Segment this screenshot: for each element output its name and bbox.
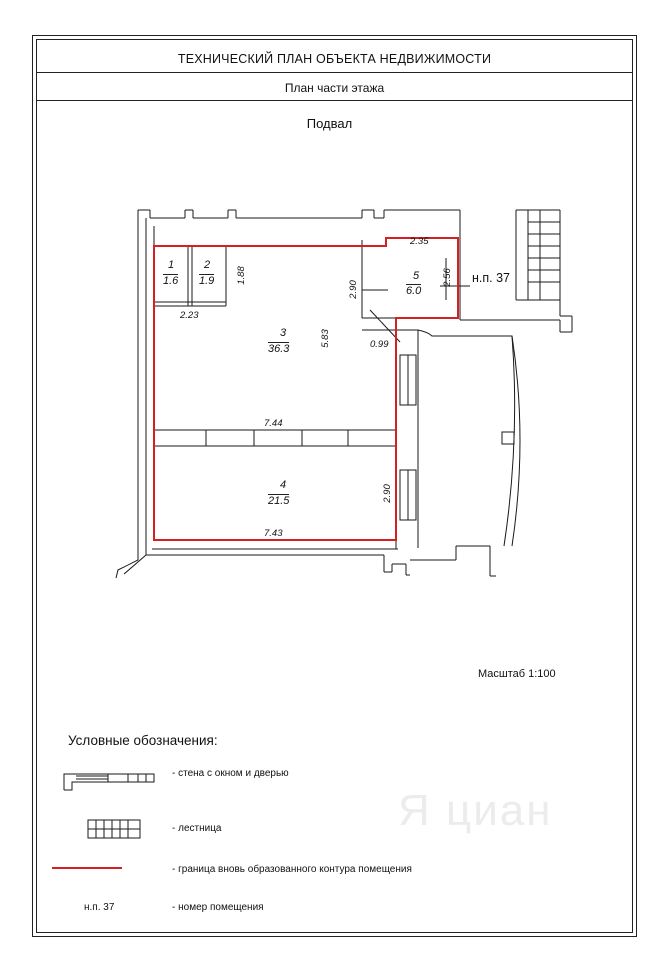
dim-0-99: 0.99 — [370, 339, 389, 350]
room-4-area: 21.5 — [268, 494, 290, 507]
room-2-area: 1.9 — [199, 274, 215, 287]
dim-7-43: 7.43 — [264, 528, 283, 539]
inner-frame — [36, 39, 633, 933]
floor-label: Подвал — [306, 116, 353, 131]
legend-item-room-number: - номер помещения — [172, 902, 264, 913]
dim-2-35: 2.35 — [410, 236, 429, 247]
stairs-symbol — [87, 819, 141, 839]
watermark: Я циан — [398, 786, 553, 835]
dim-2-23: 2.23 — [180, 310, 199, 321]
room-5-area: 6.0 — [406, 284, 422, 297]
legend-item-wall: - стена с окном и дверью — [172, 768, 289, 779]
header-divider-1 — [36, 72, 633, 73]
legend-item-stairs: - лестница — [172, 823, 222, 834]
room-boundary — [153, 237, 459, 541]
room-5-number: 5 — [413, 270, 420, 282]
document-title: ТЕХНИЧЕСКИЙ ПЛАН ОБЪЕКТА НЕДВИЖИМОСТИ — [177, 52, 492, 66]
legend-item-boundary: - граница вновь образованного контура по… — [172, 864, 412, 875]
room-4-number: 4 — [280, 479, 287, 491]
scale-label: Масштаб 1:100 — [478, 668, 556, 680]
dim-7-44: 7.44 — [264, 418, 283, 429]
outer-frame — [32, 35, 637, 937]
room-3-area: 36.3 — [268, 342, 290, 355]
wall-window-door-symbol — [63, 773, 155, 791]
document-subtitle: План части этажа — [284, 81, 385, 95]
room-1-number: 1 — [168, 259, 175, 271]
room-3-number: 3 — [280, 327, 287, 339]
room-label: н.п. 37 — [472, 271, 510, 285]
legend-room-number-sample: н.п. 37 — [84, 902, 115, 913]
legend-title: Условные обозначения: — [68, 733, 218, 748]
room-2-number: 2 — [204, 259, 211, 271]
room-1-area: 1.6 — [163, 274, 179, 287]
header-divider-2 — [36, 100, 633, 101]
